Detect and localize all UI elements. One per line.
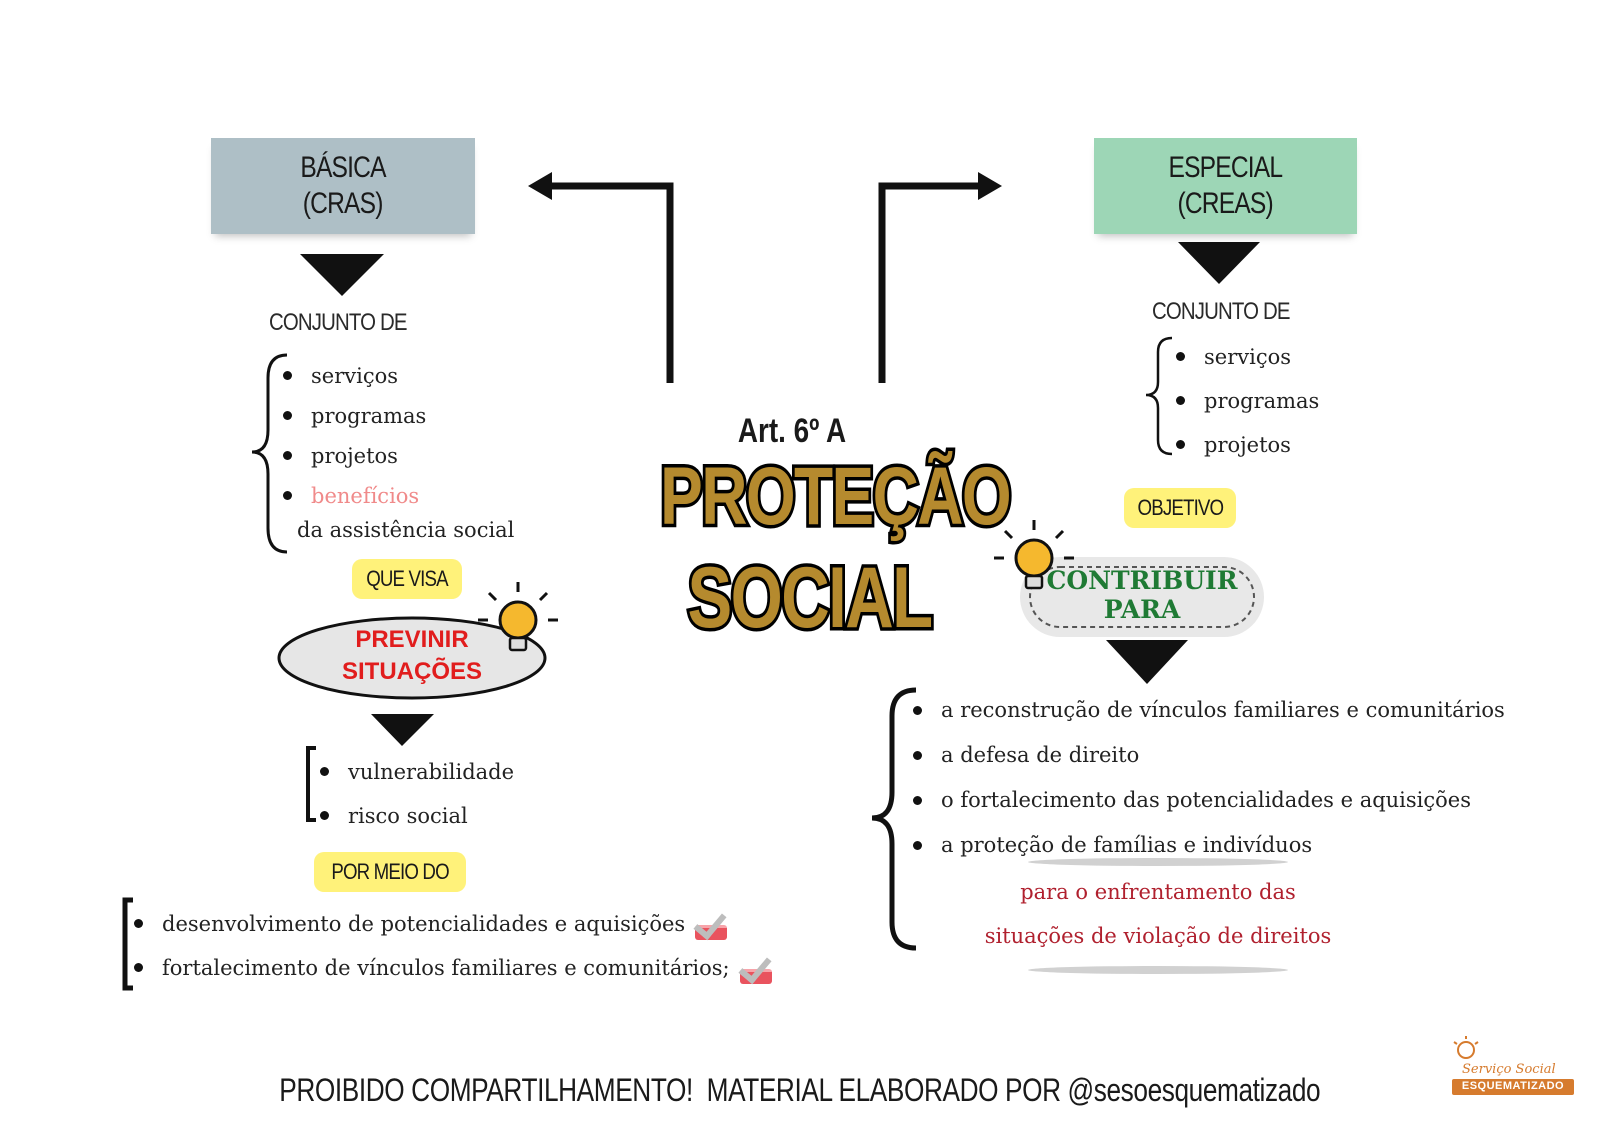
lightbulb-icon	[994, 520, 1074, 590]
goal-note: para o enfrentamento das situações de vi…	[958, 870, 1358, 958]
objetivo-tag: OBJETIVO	[1124, 488, 1236, 528]
list-item: vulnerabilidade	[318, 750, 514, 794]
list-item: projetos	[1174, 423, 1319, 467]
especial-box: ESPECIAL (CREAS)	[1094, 138, 1357, 234]
list-item: projetos	[281, 436, 426, 476]
arrow-left-icon	[548, 182, 674, 383]
checkbox-tick-icon	[693, 905, 731, 940]
note-shadow-bottom	[1028, 966, 1288, 974]
list-item: programas	[281, 396, 426, 436]
square-bracket-icon	[122, 897, 133, 991]
title-protecao: PROTEÇÃO	[657, 448, 1014, 545]
arrow-right-head	[978, 172, 1002, 200]
title-social: SOCIAL	[685, 549, 936, 648]
por-meio-do-tag: POR MEIO DO	[314, 852, 466, 892]
triangle-down-icon	[1106, 640, 1188, 684]
logo-line2: ESQUEMATIZADO	[1461, 1080, 1565, 1092]
que-visa-tag: QUE VISA	[352, 559, 462, 599]
arrow-right-icon	[878, 182, 982, 383]
means-text: desenvolvimento de potencialidades e aqu…	[162, 912, 686, 936]
curly-brace-icon	[871, 687, 917, 951]
right-conjunto-label: CONJUNTO DE	[1152, 298, 1290, 325]
triangle-down-icon	[1178, 242, 1260, 284]
lightbulb-icon	[478, 582, 558, 652]
basica-box-line1: BÁSICA	[300, 151, 386, 184]
previnir-oval-text: PREVINIR SITUAÇÕES	[280, 624, 544, 688]
means-text: fortalecimento de vínculos familiares e …	[162, 956, 730, 980]
left-services-list: serviços programas projetos benefícios	[281, 356, 426, 516]
triangle-down-icon	[371, 714, 434, 746]
contribuir-line2: PARA	[1103, 595, 1181, 624]
goal-note-line2: situações de violação de direitos	[984, 924, 1332, 948]
triangle-down-icon	[300, 254, 384, 296]
left-conjunto-label: CONJUNTO DE	[269, 309, 407, 336]
basica-box: BÁSICA (CRAS)	[211, 138, 475, 234]
goal-note-line1: para o enfrentamento das	[1020, 880, 1296, 904]
list-item: o fortalecimento das potencialidades e a…	[911, 778, 1505, 823]
list-item: serviços	[1174, 335, 1319, 379]
article-label: Art. 6º A	[737, 412, 847, 450]
list-item: a reconstrução de vínculos familiares e …	[911, 688, 1505, 733]
left-risks-list: vulnerabilidade risco social	[318, 750, 514, 838]
especial-box-line2: (CREAS)	[1177, 187, 1274, 220]
footer-text: PROIBIDO COMPARTILHAMENTO! MATERIAL ELAB…	[279, 1072, 1321, 1108]
arrow-left-head	[528, 172, 552, 200]
square-bracket-icon	[306, 746, 316, 822]
logo-line1: Serviço Social	[1462, 1062, 1556, 1077]
list-item: fortalecimento de vínculos familiares e …	[132, 946, 776, 990]
list-item: risco social	[318, 794, 514, 838]
logo: Serviço Social ESQUEMATIZADO	[1448, 1034, 1578, 1100]
list-item: a defesa de direito	[911, 733, 1505, 778]
list-item: programas	[1174, 379, 1319, 423]
logo-lightbulb-icon	[1452, 1036, 1574, 1095]
basica-box-line2: (CRAS)	[303, 187, 384, 220]
list-item: serviços	[281, 356, 426, 396]
contribuir-line1: CONTRIBUIR	[1046, 566, 1238, 595]
previnir-line1: PREVINIR	[355, 626, 469, 653]
checkbox-tick-icon	[738, 949, 776, 984]
contribuir-pill-border	[1029, 566, 1255, 628]
previnir-line2: SITUAÇÕES	[341, 658, 482, 685]
note-shadow-top	[1028, 858, 1288, 866]
right-goals-list: a reconstrução de vínculos familiares e …	[911, 688, 1505, 868]
right-services-list: serviços programas projetos	[1174, 335, 1319, 467]
contribuir-pill-shape	[1020, 557, 1264, 637]
curly-brace-icon	[1145, 336, 1173, 456]
list-item: benefícios	[281, 476, 426, 516]
list-item: a proteção de famílias e indivíduos	[911, 823, 1505, 868]
especial-box-line1: ESPECIAL	[1168, 151, 1284, 184]
list-item: desenvolvimento de potencialidades e aqu…	[132, 902, 776, 946]
contribuir-pill-text: CONTRIBUIR PARA	[1020, 566, 1264, 624]
curly-brace-icon	[251, 353, 288, 554]
left-means-list: desenvolvimento de potencialidades e aqu…	[132, 902, 776, 990]
previnir-oval-shape	[277, 616, 547, 700]
left-services-suffix: da assistência social	[297, 518, 515, 542]
